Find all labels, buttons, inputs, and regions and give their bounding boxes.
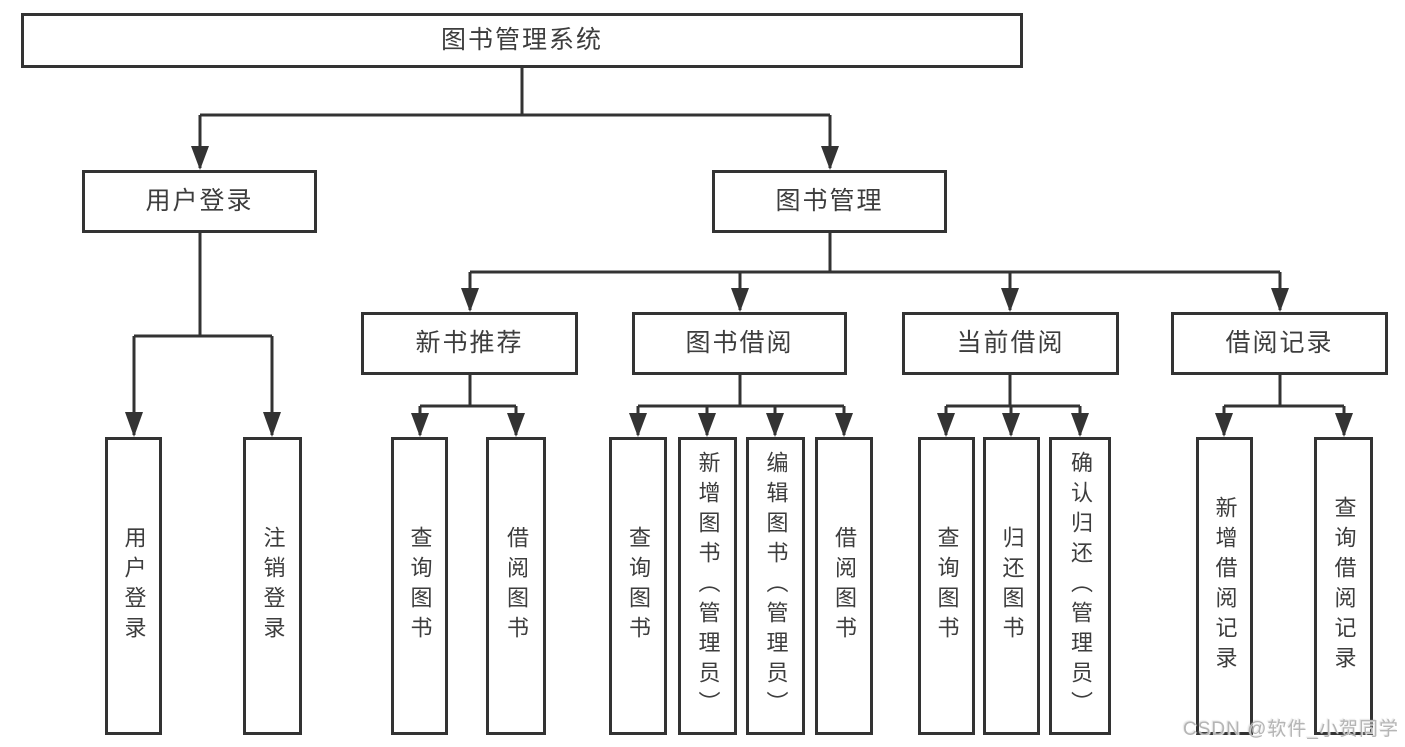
leaf-query-borrow-record: 查询借阅记录 (1314, 437, 1373, 735)
arrowhead (629, 413, 647, 437)
node-borrow-records: 借阅记录 (1171, 312, 1388, 375)
node-borrow-records-label: 借阅记录 (1225, 329, 1334, 357)
connector-path (132, 68, 1346, 435)
leaf-borrow-query-books-label: 查询图书 (626, 526, 651, 646)
arrowhead (461, 288, 479, 312)
arrowhead (766, 413, 784, 437)
leaf-newbooks-query-books: 查询图书 (391, 437, 448, 735)
arrowhead (263, 412, 281, 437)
arrowhead (821, 146, 839, 170)
arrowhead (835, 413, 853, 437)
leaf-borrow-query-books: 查询图书 (609, 437, 667, 735)
leaf-newbooks-borrow-books-label: 借阅图书 (504, 526, 529, 646)
leaf-add-books-admin-label: 新增图书（管理员） (695, 451, 721, 721)
leaf-borrow-borrow-books-label: 借阅图书 (832, 526, 857, 646)
arrowhead (411, 413, 429, 437)
arrowhead (1335, 413, 1353, 437)
node-book-borrow: 图书借阅 (632, 312, 847, 375)
node-user-login-label: 用户登录 (145, 187, 254, 215)
leaf-edit-books-admin-label: 编辑图书（管理员） (763, 451, 789, 721)
arrowhead (125, 412, 143, 437)
arrowhead (937, 413, 955, 437)
leaf-logout: 注销登录 (243, 437, 302, 735)
node-system-root: 图书管理系统 (21, 13, 1023, 68)
arrowhead (1001, 288, 1019, 312)
arrowhead (731, 288, 749, 312)
leaf-newbooks-borrow-books: 借阅图书 (486, 437, 546, 735)
leaf-current-query-books: 查询图书 (918, 437, 975, 735)
leaf-query-borrow-record-label: 查询借阅记录 (1331, 496, 1357, 676)
node-user-login: 用户登录 (82, 170, 317, 233)
leaf-add-books-admin: 新增图书（管理员） (678, 437, 737, 735)
arrowhead (698, 413, 716, 437)
leaf-current-query-books-label: 查询图书 (934, 526, 960, 646)
leaf-return-books-label: 归还图书 (999, 526, 1025, 646)
leaf-return-books: 归还图书 (983, 437, 1040, 735)
node-book-management-label: 图书管理 (775, 187, 884, 215)
leaf-borrow-borrow-books: 借阅图书 (815, 437, 873, 735)
node-new-book-recommend: 新书推荐 (361, 312, 578, 375)
arrowhead (191, 146, 209, 170)
node-current-borrow-label: 当前借阅 (956, 329, 1065, 357)
leaf-logout-label: 注销登录 (260, 526, 286, 646)
leaf-confirm-return-admin: 确认归还（管理员） (1049, 437, 1111, 735)
leaf-add-borrow-record: 新增借阅记录 (1196, 437, 1253, 735)
arrowheads (125, 146, 1353, 437)
leaf-edit-books-admin: 编辑图书（管理员） (746, 437, 805, 735)
node-new-book-recommend-label: 新书推荐 (415, 329, 524, 357)
node-book-borrow-label: 图书借阅 (685, 329, 794, 357)
leaf-user-login: 用户登录 (105, 437, 162, 735)
arrowhead (1002, 413, 1020, 437)
arrowhead (1271, 288, 1289, 312)
arrowhead (1071, 413, 1089, 437)
node-system-root-label: 图书管理系统 (440, 26, 603, 54)
node-current-borrow: 当前借阅 (902, 312, 1119, 375)
leaf-add-borrow-record-label: 新增借阅记录 (1212, 496, 1238, 676)
arrowhead (1215, 413, 1233, 437)
leaf-newbooks-query-books-label: 查询图书 (407, 526, 433, 646)
node-book-management: 图书管理 (712, 170, 947, 233)
arrowhead (507, 413, 525, 437)
csdn-watermark: CSDN @软件_小贺同学 (1183, 719, 1399, 740)
leaf-confirm-return-admin-label: 确认归还（管理员） (1068, 451, 1093, 721)
leaf-user-login-label: 用户登录 (121, 526, 147, 646)
